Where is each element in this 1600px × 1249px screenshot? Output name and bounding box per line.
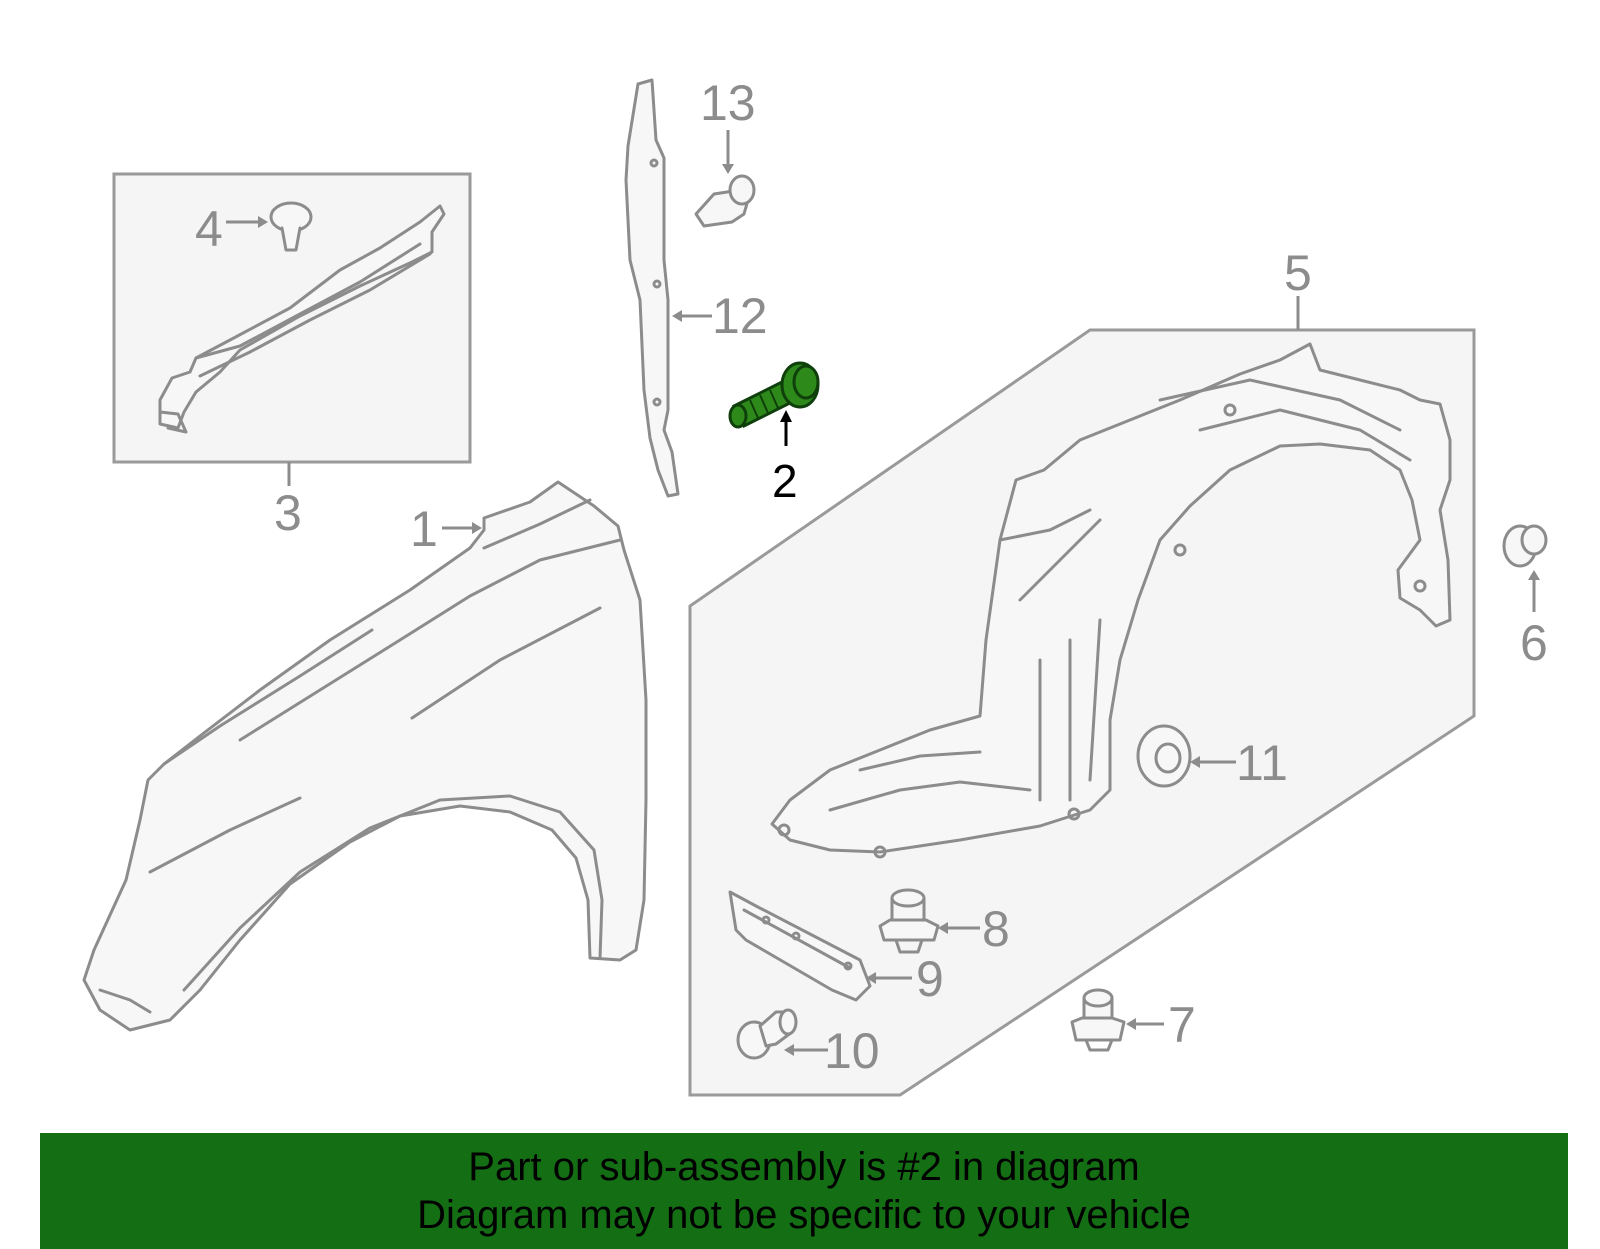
- fender-liner-part-5: [770, 342, 1452, 859]
- callout-8: 8: [982, 901, 1010, 957]
- arrow-4: [258, 216, 268, 228]
- callout-6: 6: [1520, 615, 1548, 671]
- arrow-11: [1190, 756, 1200, 768]
- callout-12: 12: [712, 288, 768, 344]
- callout-13: 13: [700, 75, 756, 131]
- callout-10: 10: [824, 1023, 880, 1079]
- arrow-1: [472, 522, 482, 534]
- callout-5: 5: [1284, 245, 1312, 301]
- callout-1: 1: [410, 501, 438, 557]
- clip-part-10: [736, 1008, 798, 1060]
- callout-7: 7: [1168, 997, 1196, 1053]
- arrow-8: [938, 922, 948, 934]
- arrow-9: [866, 972, 876, 984]
- arrow-7: [1126, 1018, 1136, 1030]
- info-banner: Part or sub-assembly is #2 in diagram Di…: [40, 1133, 1568, 1249]
- grommet-part-11: [1136, 724, 1192, 788]
- clip-part-13: [694, 174, 756, 228]
- callout-3: 3: [274, 485, 302, 541]
- callout-11: 11: [1236, 735, 1288, 791]
- fender-seal-part-12: [624, 78, 680, 498]
- arrow-2: [780, 410, 792, 422]
- banner-line-2: Diagram may not be specific to your vehi…: [417, 1193, 1191, 1237]
- bolt-part-2: [728, 361, 820, 429]
- banner-line-1: Part or sub-assembly is #2 in diagram: [468, 1145, 1140, 1189]
- arrow-12: [672, 310, 682, 322]
- clip-part-8: [878, 888, 940, 954]
- arrow-6: [1528, 570, 1540, 580]
- fender-bracket-part-3: [158, 204, 446, 434]
- callout-4: 4: [195, 201, 223, 257]
- clip-part-7: [1070, 988, 1126, 1052]
- splash-shield-part-9: [728, 890, 872, 1002]
- callout-2: 2: [772, 455, 798, 507]
- arrow-13: [722, 164, 734, 174]
- clip-part-6: [1502, 524, 1548, 568]
- arrow-10: [784, 1044, 794, 1056]
- fender-part-1: [82, 480, 648, 1032]
- callout-9: 9: [916, 951, 944, 1007]
- clip-part-4: [269, 201, 313, 252]
